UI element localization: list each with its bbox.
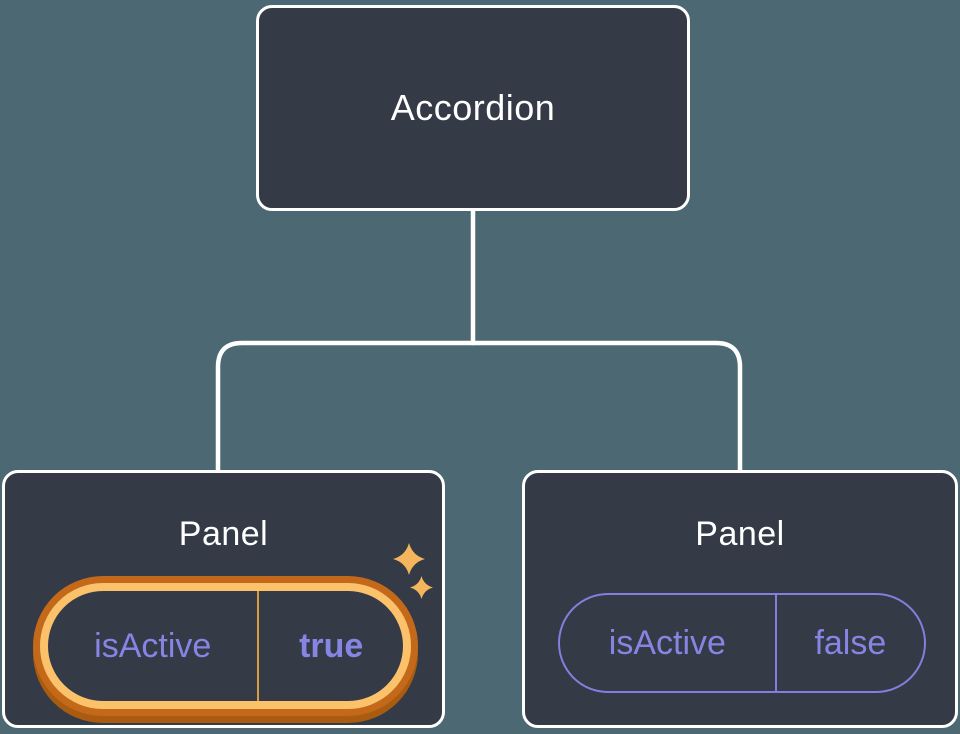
accordion-node: Accordion (256, 5, 690, 211)
state-pill-inactive: isActive false (558, 593, 926, 693)
state-prop-name: isActive (94, 626, 212, 665)
state-prop-value: true (299, 626, 364, 665)
panel-node-title: Panel (178, 515, 269, 553)
pill-divider (774, 595, 777, 691)
connector-bracket (215, 340, 743, 475)
state-prop-value: false (814, 623, 887, 662)
panel-node-active: Panel isActive true (2, 470, 445, 728)
pill-divider (257, 591, 260, 701)
state-pill-active: isActive true (40, 583, 411, 709)
state-prop-name: isActive (608, 623, 726, 662)
accordion-node-label: Accordion (390, 87, 556, 128)
panel-node-title: Panel (695, 515, 785, 553)
panel-node-inactive: Panel isActive false (522, 470, 958, 728)
